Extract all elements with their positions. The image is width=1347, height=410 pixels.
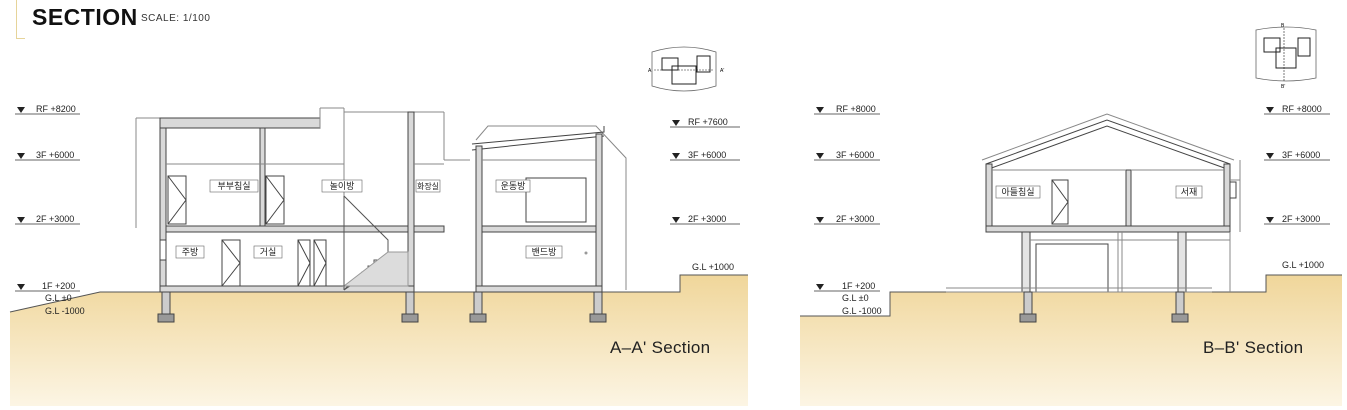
level-mark: 2F +3000 xyxy=(670,214,740,225)
key-mark: B' xyxy=(1281,84,1285,90)
room-tag: 부부침실 xyxy=(209,179,259,193)
key-mark: B xyxy=(1281,23,1285,29)
key-plan-a: A A' xyxy=(648,46,724,92)
level-mark: 1F +200 xyxy=(15,281,80,292)
level-mark: RF +8000 xyxy=(814,104,880,115)
level-mark: 2F +3000 xyxy=(814,214,880,225)
level-mark: 2F +3000 xyxy=(1264,214,1330,225)
room-tag: 아들침실 xyxy=(995,185,1041,199)
key-mark: A xyxy=(648,68,652,74)
level-label: 3F +6000 xyxy=(688,150,726,160)
room-label: 부부침실 xyxy=(217,181,250,191)
level-marks-right-a: RF +7600 3F +6000 2F +3000 G.L +1000 xyxy=(670,117,740,272)
section-b-caption: B–B' Section xyxy=(1203,338,1304,357)
ground-label: G.L -1000 xyxy=(45,306,85,316)
level-mark: 1F +200 xyxy=(814,281,880,292)
header-accent xyxy=(16,0,25,39)
key-mark: A' xyxy=(720,68,724,74)
room-labels-a: 부부침실 놀이방 화장실 운동방 주방 xyxy=(175,179,563,259)
level-mark: RF +8200 xyxy=(15,104,80,115)
house-a xyxy=(135,107,470,323)
ground-label: G.L +1000 xyxy=(1282,260,1324,270)
level-label: RF +8000 xyxy=(1282,104,1322,114)
level-label: 3F +6000 xyxy=(836,150,874,160)
room-tag: 주방 xyxy=(175,245,205,259)
ground-fill-b xyxy=(800,275,1342,406)
room-label: 운동방 xyxy=(501,181,526,191)
level-mark: 3F +6000 xyxy=(1264,150,1330,161)
level-mark: RF +8000 xyxy=(1264,104,1330,115)
sheet-scale: SCALE: 1/100 xyxy=(141,13,211,24)
room-tag: 서재 xyxy=(1175,185,1203,199)
level-marks-left-a: RF +8200 3F +6000 2F +3000 1F +200 xyxy=(15,104,85,316)
level-mark: RF +7600 xyxy=(670,117,740,128)
level-label: RF +8200 xyxy=(36,104,76,114)
ground-fill-a xyxy=(10,275,748,406)
room-tag: 놀이방 xyxy=(321,179,363,193)
room-tag: 거실 xyxy=(253,245,283,259)
ground-label: G.L -1000 xyxy=(842,306,882,316)
level-mark: 3F +6000 xyxy=(15,150,80,161)
section-b: RF +8000 3F +6000 2F +3000 1F +200 xyxy=(800,23,1342,406)
section-a-caption: A–A' Section xyxy=(610,338,711,357)
level-label: 2F +3000 xyxy=(36,214,74,224)
room-label: 거실 xyxy=(260,247,277,257)
room-label: 밴드방 xyxy=(532,247,557,257)
level-marks-left-b: RF +8000 3F +6000 2F +3000 1F +200 xyxy=(814,104,882,316)
room-labels-b: 아들침실 서재 xyxy=(995,185,1203,199)
level-label: 2F +3000 xyxy=(1282,214,1320,224)
level-mark: 2F +3000 xyxy=(15,214,80,225)
level-mark: 3F +6000 xyxy=(814,150,880,161)
room-tag: 화장실 xyxy=(415,179,441,193)
room-tag: 운동방 xyxy=(495,179,531,193)
level-label: RF +7600 xyxy=(688,117,728,127)
room-label: 주방 xyxy=(182,247,199,257)
room-label: 화장실 xyxy=(417,181,439,191)
level-label: 1F +200 xyxy=(842,281,875,291)
level-marks-right-b: RF +8000 3F +6000 2F +3000 G.L +1000 xyxy=(1264,104,1330,270)
level-mark: 3F +6000 xyxy=(670,150,740,161)
sheet-header: SECTION SCALE: 1/100 xyxy=(8,0,268,40)
section-a: RF +8200 3F +6000 2F +3000 1F +200 xyxy=(9,46,748,406)
ground-line-a xyxy=(9,274,748,313)
level-label: 1F +200 xyxy=(42,281,75,291)
level-label: 3F +6000 xyxy=(1282,150,1320,160)
ground-label: G.L ±0 xyxy=(842,293,869,303)
level-label: 2F +3000 xyxy=(836,214,874,224)
ground-label: G.L +1000 xyxy=(692,262,734,272)
room-label: 아들침실 xyxy=(1001,187,1034,197)
level-label: 3F +6000 xyxy=(36,150,74,160)
ground-label: G.L ±0 xyxy=(45,293,72,303)
room-label: 서재 xyxy=(1181,187,1198,197)
key-plan-b: B B' xyxy=(1255,23,1317,90)
sheet-title: SECTION xyxy=(32,4,138,30)
house-b xyxy=(946,113,1241,323)
level-label: RF +8000 xyxy=(836,104,876,114)
room-label: 놀이방 xyxy=(330,181,355,191)
room-tag: 밴드방 xyxy=(525,245,563,259)
annex-a xyxy=(469,125,627,323)
level-label: 2F +3000 xyxy=(688,214,726,224)
